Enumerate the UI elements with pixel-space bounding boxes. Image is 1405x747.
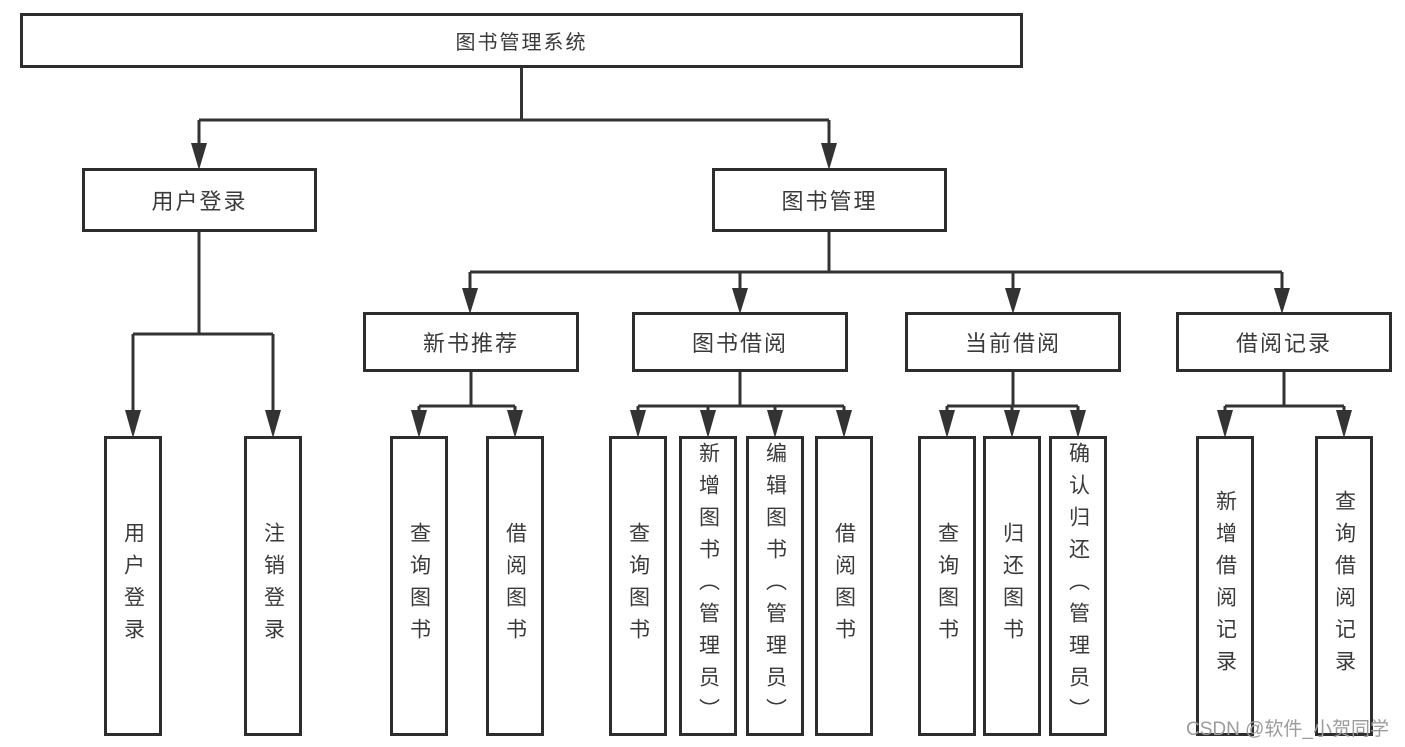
node-label: 用户登录 (121, 522, 145, 650)
node-label: 借阅图书 (503, 522, 527, 650)
node-label: 注销登录 (261, 522, 285, 650)
arrowheads (191, 143, 837, 170)
leaf-borrow-books: 借阅图书 (815, 436, 873, 736)
node-label: 新增借阅记录 (1213, 490, 1237, 682)
node-label: 图书管理系统 (455, 32, 588, 54)
edge-lines (945, 370, 1080, 412)
node-new-book-recommend: 新书推荐 (363, 312, 579, 372)
node-label: 查询图书 (626, 522, 650, 650)
node-current-borrow: 当前借阅 (905, 312, 1121, 372)
leaf-query-books-borrow: 查询图书 (609, 436, 667, 736)
arrowheads (630, 410, 852, 438)
node-label: 查询图书 (935, 522, 959, 650)
edge-lines (197, 65, 831, 146)
leaf-add-borrow-record: 新增借阅记录 (1196, 436, 1254, 736)
node-label: 编辑图书（管理员） (763, 442, 787, 730)
leaf-query-borrow-record: 查询借阅记录 (1315, 436, 1373, 736)
node-book-management: 图书管理 (712, 168, 947, 232)
edges-login-to-leaves (125, 230, 281, 438)
edge-lines (468, 230, 1284, 290)
arrowheads (462, 288, 1290, 314)
leaf-borrow-books-recommend: 借阅图书 (486, 436, 544, 736)
leaf-user-login: 用户登录 (104, 436, 162, 736)
edges-borrow-to-leaves (630, 370, 852, 438)
edge-lines (636, 370, 846, 412)
arrowheads (125, 410, 281, 438)
leaf-edit-books-admin: 编辑图书（管理员） (746, 436, 804, 736)
arrowheads (1217, 410, 1352, 438)
arrowheads (411, 410, 523, 438)
node-book-borrow: 图书借阅 (632, 312, 848, 372)
leaf-query-books-current: 查询图书 (918, 436, 976, 736)
edge-lines (1223, 370, 1346, 412)
node-label: 查询借阅记录 (1332, 490, 1356, 682)
node-label: 用户登录 (151, 189, 248, 214)
edge-lines (417, 370, 517, 412)
leaf-return-books: 归还图书 (983, 436, 1041, 736)
node-user-login: 用户登录 (82, 168, 317, 232)
edges-current-to-leaves (939, 370, 1086, 438)
node-label: 借阅记录 (1235, 331, 1332, 356)
node-label: 图书管理 (781, 189, 878, 214)
edges-root-to-level2 (191, 65, 837, 170)
node-label: 借阅图书 (832, 522, 856, 650)
arrowheads (939, 410, 1086, 438)
node-label: 新增图书（管理员） (696, 442, 720, 730)
csdn-watermark: CSDN @软件_小贺同学 (1186, 719, 1389, 740)
node-label: 确认归还（管理员） (1066, 442, 1090, 730)
node-borrow-records: 借阅记录 (1176, 312, 1392, 372)
leaf-confirm-return-admin: 确认归还（管理员） (1049, 436, 1107, 736)
node-label: 归还图书 (1000, 522, 1024, 650)
node-label: 新书推荐 (422, 331, 519, 356)
node-library-management-system: 图书管理系统 (20, 13, 1023, 68)
leaf-query-books-recommend: 查询图书 (390, 436, 448, 736)
edges-newrec-to-leaves (411, 370, 523, 438)
node-label: 查询图书 (407, 522, 431, 650)
leaf-add-books-admin: 新增图书（管理员） (679, 436, 737, 736)
leaf-logout: 注销登录 (244, 436, 302, 736)
node-label: 图书借阅 (691, 331, 788, 356)
node-label: 当前借阅 (964, 331, 1061, 356)
edges-records-to-leaves (1217, 370, 1352, 438)
edges-bookmgmt-to-level3 (462, 230, 1290, 314)
edge-lines (131, 230, 275, 412)
